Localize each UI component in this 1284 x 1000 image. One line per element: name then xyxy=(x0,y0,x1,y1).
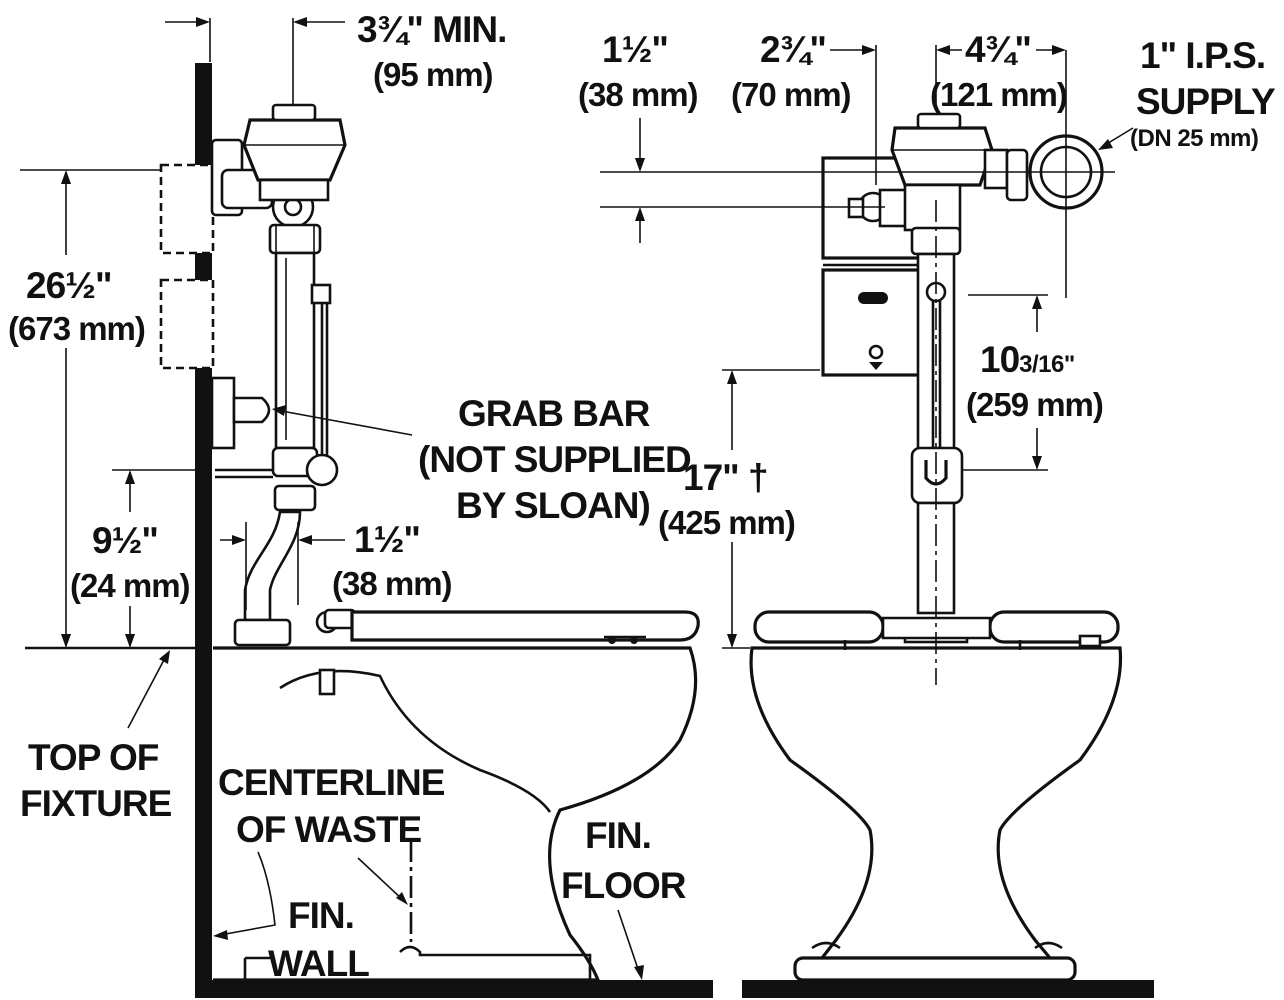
toilet-seat-side xyxy=(315,608,700,644)
height-dimension-metric: (673 mm) xyxy=(8,310,145,347)
fin-wall-label-line2: WALL xyxy=(268,943,369,984)
fin-floor-leader xyxy=(617,909,641,976)
fin-wall-label-line1: FIN. xyxy=(288,895,354,936)
supply-offset-label: 4¾" xyxy=(965,29,1031,70)
supply-height-metric: (24 mm) xyxy=(70,567,190,604)
override-button-icon xyxy=(868,344,884,370)
top-of-fixture-leader xyxy=(127,657,166,729)
fin-floor-label-line1: FIN. xyxy=(585,815,651,856)
grab-bar-label-line1: GRAB BAR xyxy=(458,393,650,434)
bowl-height-dimension xyxy=(722,369,820,648)
supply-height-label: 9½" xyxy=(92,520,158,561)
finished-floor-side xyxy=(195,980,713,998)
centerline-label-line2: OF WASTE xyxy=(236,809,422,850)
height-dimension-label: 26½" xyxy=(26,265,112,306)
supply-label-line2: SUPPLY xyxy=(1136,81,1276,122)
left-offset-metric: (70 mm) xyxy=(731,76,851,113)
setback-dimension-label: 3¾" MIN. xyxy=(357,9,506,50)
bowl-height-label: 17" † xyxy=(683,457,768,498)
grab-bar-label-line2: (NOT SUPPLIED xyxy=(418,439,691,480)
supply-height-dimension xyxy=(112,469,195,648)
supply-offset-metric: (121 mm) xyxy=(930,76,1067,113)
sensor-housing xyxy=(821,268,922,377)
grab-bar-plate-upper xyxy=(159,163,215,255)
top-of-fixture-label-line2: FIXTURE xyxy=(20,783,172,824)
offset-dimension xyxy=(220,522,345,610)
supply-offset-dimension xyxy=(935,45,1066,110)
grab-bar-leader xyxy=(275,409,413,436)
sensor-dim-whole: 10 xyxy=(980,339,1020,380)
sensor-height-dimension xyxy=(962,294,1048,471)
upper-vertical-dimension xyxy=(635,118,645,243)
fin-floor-label-line2: FLOOR xyxy=(561,865,686,906)
toilet-bowl-front xyxy=(749,640,1123,982)
offset-dimension-metric: (38 mm) xyxy=(332,565,452,602)
supply-label-line1: 1" I.P.S. xyxy=(1140,35,1265,76)
setback-dimension xyxy=(165,17,345,120)
upper-dim-label: 1½" xyxy=(602,29,668,70)
front-view: 1½" (38 mm) 2¾" (70 mm) 4¾" (121 mm) 1" … xyxy=(578,29,1277,998)
centerline-leader xyxy=(357,857,404,901)
left-offset-label: 2¾" xyxy=(760,29,826,70)
supply-label-line3: (DN 25 mm) xyxy=(1130,125,1258,152)
flushometer-valve-front xyxy=(847,112,1104,644)
side-view: 3¾" MIN. (95 mm) 26½" (673 mm) 9½" (24 m… xyxy=(8,9,713,998)
finished-floor-front xyxy=(742,980,1154,998)
setback-dimension-metric: (95 mm) xyxy=(373,56,493,93)
left-offset-dimension xyxy=(830,45,877,185)
fin-wall-leader xyxy=(219,851,276,936)
top-of-fixture-label-line1: TOP OF xyxy=(28,737,159,778)
offset-dimension-label: 1½" xyxy=(354,519,420,560)
toilet-seat-front xyxy=(753,610,1120,648)
flushometer-valve-side xyxy=(210,103,347,647)
centerline-label-line1: CENTERLINE xyxy=(218,762,445,803)
grab-bar-label-line3: BY SLOAN) xyxy=(456,485,650,526)
sensor-dim-fraction: 3/16" xyxy=(1019,351,1075,378)
sensor-eye-icon xyxy=(858,292,888,304)
sensor-dim-label: 103/16" xyxy=(980,339,1075,380)
height-dimension xyxy=(20,169,160,648)
sensor-dim-metric: (259 mm) xyxy=(966,386,1103,423)
upper-dim-metric: (38 mm) xyxy=(578,76,698,113)
grab-bar-plate-lower xyxy=(159,278,215,370)
toilet-bowl-side xyxy=(213,646,698,982)
bowl-height-metric: (425 mm) xyxy=(658,504,795,541)
